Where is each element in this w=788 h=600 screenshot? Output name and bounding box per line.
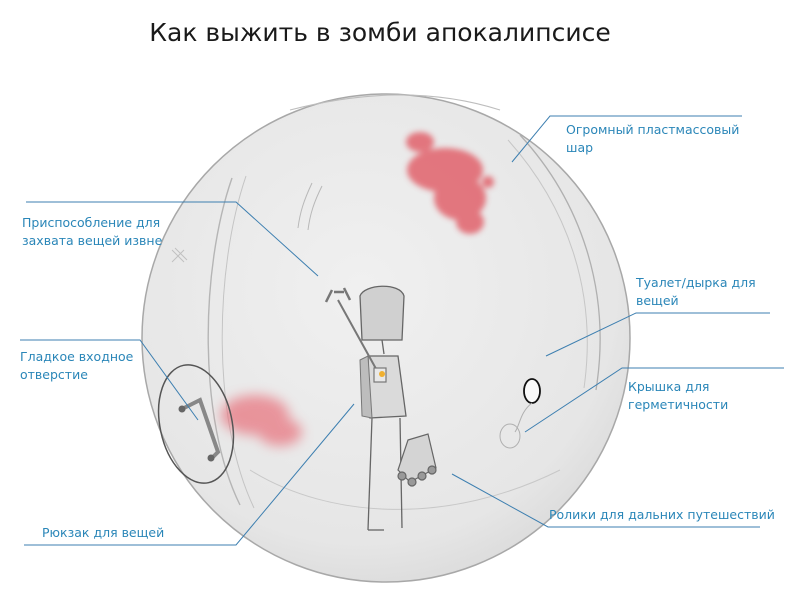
leader-lid (524, 367, 784, 433)
diagram-title: Как выжить в зомби апокалипсисе (149, 18, 611, 47)
leader-toilet (545, 312, 770, 357)
label-toilet: Туалет/дырка для вещей (636, 275, 756, 308)
scratch-marks (297, 182, 323, 231)
leader-grabber (26, 201, 319, 277)
x-mark (171, 247, 188, 263)
leader-entrance (20, 339, 199, 421)
toilet-hole (523, 378, 541, 404)
entrance-opening (157, 364, 235, 484)
leader-rollers (451, 473, 760, 528)
grabber-tool (324, 287, 387, 383)
sphere-top-rim (289, 94, 501, 111)
sphere-right-rim (519, 134, 601, 391)
sealing-lid (499, 423, 521, 449)
entrance-handle (183, 397, 221, 462)
backpack (359, 355, 373, 419)
label-lid: Крышка для герметичности (628, 379, 729, 412)
roller-skate (397, 433, 437, 487)
sphere-right-rim-inner (507, 139, 588, 389)
blood-splatter-top (406, 132, 494, 234)
leader-backpack (24, 403, 355, 546)
sphere-bottom-arc (249, 469, 561, 510)
lid-string (514, 402, 533, 433)
handle-bolt-top (178, 405, 186, 413)
blood-splatter-left (221, 395, 302, 446)
handle-bolt-bottom (207, 454, 215, 462)
sphere-seam-inner (221, 175, 255, 509)
leader-lines (20, 115, 784, 546)
label-grabber: Приспособление для захвата вещей извне (22, 215, 163, 248)
label-rollers: Ролики для дальних путешествий (549, 507, 775, 522)
person-head (359, 285, 405, 341)
label-backpack: Рюкзак для вещей (42, 525, 165, 540)
leader-ball (511, 115, 742, 163)
label-ball: Огромный пластмассовый шар (566, 122, 740, 155)
label-entrance: Гладкое входное отверстие (20, 349, 134, 382)
